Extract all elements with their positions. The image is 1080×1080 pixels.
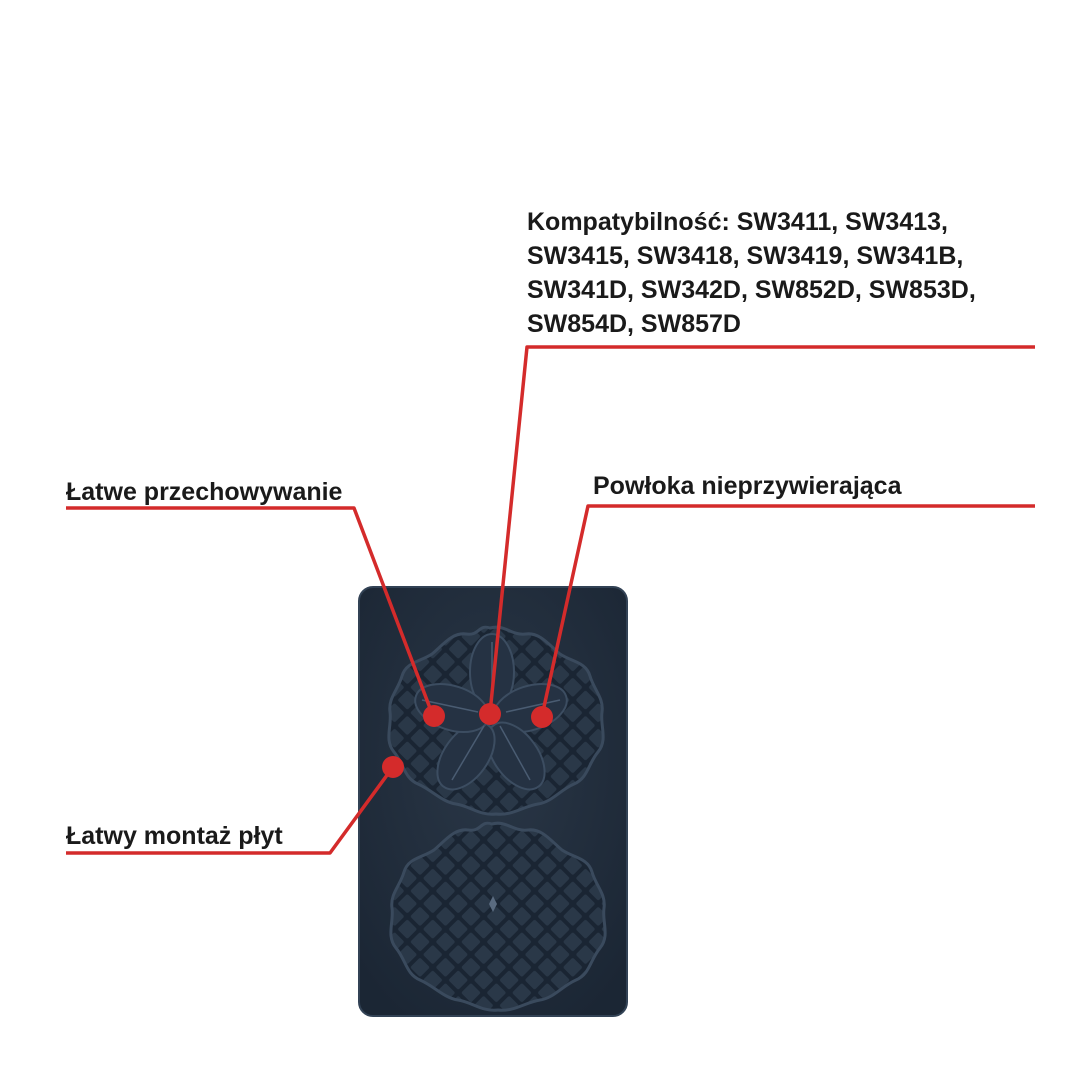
non-stick-coating-label: Powłoka nieprzywierająca [593, 472, 902, 500]
compatibility-line: Kompatybilność: SW3411, SW3413, [527, 208, 948, 236]
compatibility-line: SW854D, SW857D [527, 310, 741, 338]
leader-line-coating [540, 504, 1035, 717]
leader-line-storage [66, 506, 435, 717]
compatibility-label: Kompatybilność: SW3411, SW3413, SW3415, … [527, 205, 976, 341]
red-dot-marker [382, 756, 404, 778]
compatibility-line: SW341D, SW342D, SW852D, SW853D, [527, 276, 976, 304]
red-dot-marker [531, 706, 553, 728]
easy-storage-label: Łatwe przechowywanie [66, 478, 343, 506]
easy-mounting-label: Łatwy montaż płyt [66, 822, 283, 850]
leader-line-mounting [66, 765, 395, 855]
red-dot-marker [423, 705, 445, 727]
markers [382, 703, 553, 778]
leader-line-compatibility [488, 345, 1035, 714]
round-waffle-mold [389, 821, 607, 1012]
red-dot-marker [479, 703, 501, 725]
compatibility-line: SW3415, SW3418, SW3419, SW341B, [527, 242, 964, 270]
leader-lines [66, 345, 1035, 855]
